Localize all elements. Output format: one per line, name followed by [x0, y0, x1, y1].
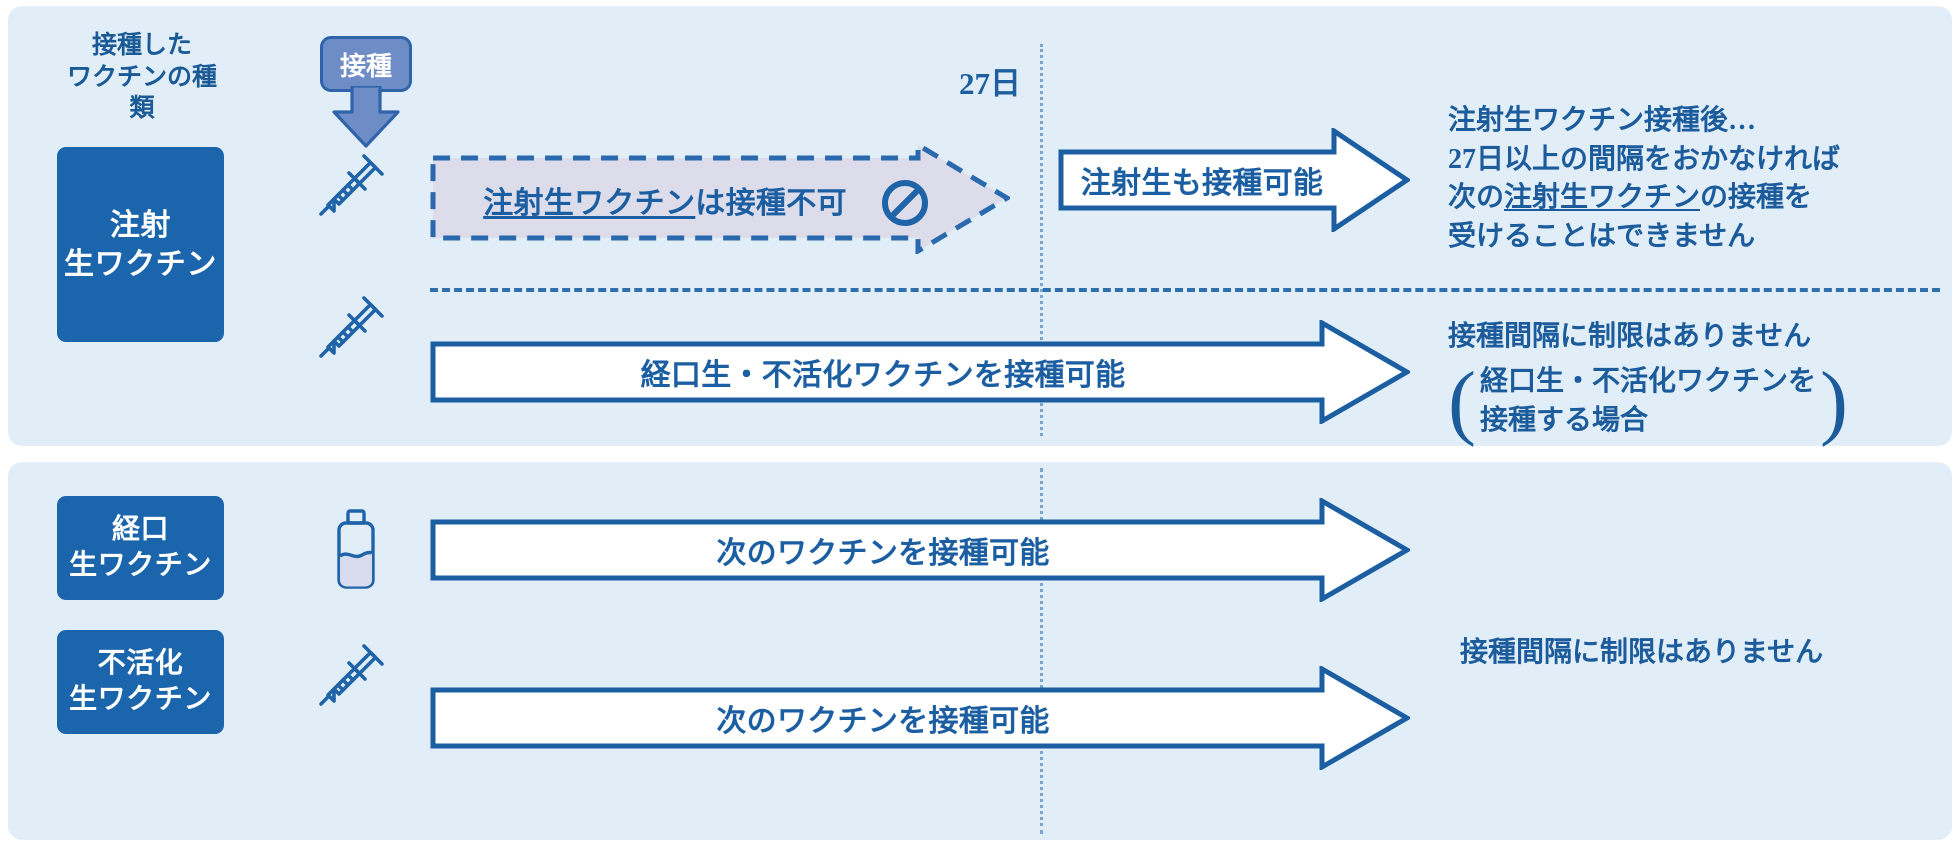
arrow-shape	[430, 664, 1413, 772]
inactivated-next-label: 次のワクチンを接種可能	[716, 705, 1050, 738]
vaccine-box-oral-live-line1: 経口	[111, 513, 170, 545]
syringe-icon	[319, 154, 384, 216]
oral-live-next-arrow: 次のワクチンを接種可能	[430, 496, 1413, 604]
vaccine-box-oral-live-line2: 生ワクチン	[69, 550, 212, 581]
injected-live-note-line3: 次の注射生ワクチンの接種を	[1448, 182, 1813, 214]
oral-live-next-label: 次のワクチンを接種可能	[716, 537, 1050, 570]
blocked-interval-label-underlined: 注射生ワクチン	[483, 187, 696, 220]
case-note-line2: 接種する場合	[1479, 405, 1648, 436]
section-dashed-separator	[430, 288, 1940, 292]
vaccination-badge: 接種	[320, 36, 412, 148]
blocked-interval-arrow	[430, 142, 1010, 254]
injected-live-note-line2: 27日以上の間隔をおかなければ	[1448, 143, 1841, 175]
arrow-shape	[430, 496, 1413, 604]
injected-live-note-underline: 注射生ワクチン	[1504, 182, 1701, 214]
vaccine-box-inactivated-line2: 生ワクチン	[69, 684, 212, 715]
prohibition-icon	[882, 180, 928, 226]
case-note-line1: 経口生・不活化ワクチンを	[1479, 366, 1816, 398]
oral-inactivated-case-text: 経口生・不活化ワクチンを 接種する場合	[1476, 363, 1820, 440]
blocked-interval-label-rest: は接種不可	[695, 187, 847, 220]
allowed-after-interval-arrow: 注射生も接種可能	[1058, 126, 1412, 234]
vaccine-box-oral-live: 経口 生ワクチン	[57, 496, 224, 600]
vaccine-box-injected-live-line1: 注射	[109, 208, 172, 242]
arrow-shape	[430, 318, 1413, 426]
no-interval-note-heading: 接種間隔に制限はありません	[1448, 321, 1812, 352]
down-arrow-icon	[332, 86, 400, 148]
vaccine-box-inactivated-line1: 不活化	[97, 647, 184, 679]
vaccine-box-injected-live-line2: 生ワクチン	[64, 247, 217, 281]
syringe-icon	[319, 644, 384, 706]
arrow-shape	[1058, 126, 1412, 234]
allowed-after-interval-label: 注射生も接種可能	[1080, 167, 1324, 200]
oral-inactivated-case-note: ( 経口生・不活化ワクチンを 接種する場合 )	[1448, 356, 1948, 448]
header-caption-line2: ワクチンの種類	[66, 63, 217, 123]
header-caption: 接種した ワクチンの種類	[62, 30, 222, 125]
paren-open: (	[1448, 355, 1476, 449]
vaccination-badge-label: 接種	[320, 36, 412, 92]
bottle-icon	[337, 509, 375, 589]
oral-inactivated-allowed-arrow: 経口生・不活化ワクチンを接種可能	[430, 318, 1413, 426]
vaccine-box-inactivated: 不活化 生ワクチン	[57, 630, 224, 734]
header-caption-line1: 接種した	[91, 32, 192, 59]
injected-live-note-line1: 注射生ワクチン接種後…	[1448, 105, 1757, 136]
inactivated-next-arrow: 次のワクチンを接種可能	[430, 664, 1413, 772]
bottom-no-interval-note: 接種間隔に制限はありません	[1460, 637, 1824, 668]
vertical-dotted-divider	[1040, 468, 1043, 834]
syringe-icon	[319, 296, 384, 358]
injected-live-note: 注射生ワクチン接種後… 27日以上の間隔をおかなければ 次の注射生ワクチンの接種…	[1448, 102, 1928, 257]
vertical-dotted-divider	[1040, 44, 1043, 436]
injected-live-note-line4: 受けることはできません	[1448, 220, 1756, 252]
vaccine-box-injected-live: 注射 生ワクチン	[57, 147, 224, 342]
oral-inactivated-allowed-label: 経口生・不活化ワクチンを接種可能	[640, 359, 1126, 392]
interval-day-label: 27日	[959, 66, 1021, 101]
blocked-interval-label: 注射生ワクチンは接種不可	[455, 178, 875, 222]
paren-close: )	[1820, 355, 1848, 449]
